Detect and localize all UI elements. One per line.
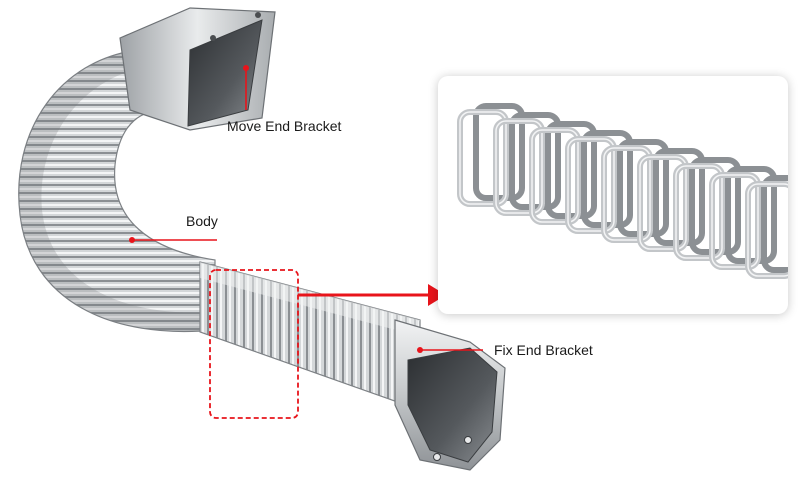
move-end-bracket-opening (187, 19, 263, 127)
move-end-bracket-label: Move End Bracket (227, 118, 342, 134)
body-arch (18, 49, 216, 333)
fix-end-bolt-2 (464, 436, 472, 444)
link-loops-detail (457, 103, 805, 279)
fix-end-bolt-1 (433, 453, 441, 461)
detail-panel (438, 76, 805, 314)
detail-arrow-head (428, 284, 446, 306)
move-end-bolt-1 (210, 35, 216, 41)
body-leader-dot (129, 237, 135, 243)
fix-end-leader-dot (417, 347, 423, 353)
move-end-bolt-2 (255, 12, 261, 18)
move-end-leader-dot (243, 65, 249, 71)
body-straight-top (200, 262, 420, 335)
fix-end-bracket-label: Fix End Bracket (494, 342, 593, 358)
detail-highlight-box (209, 269, 299, 419)
body-label: Body (186, 213, 218, 229)
fix-end-bracket-opening (407, 347, 498, 463)
